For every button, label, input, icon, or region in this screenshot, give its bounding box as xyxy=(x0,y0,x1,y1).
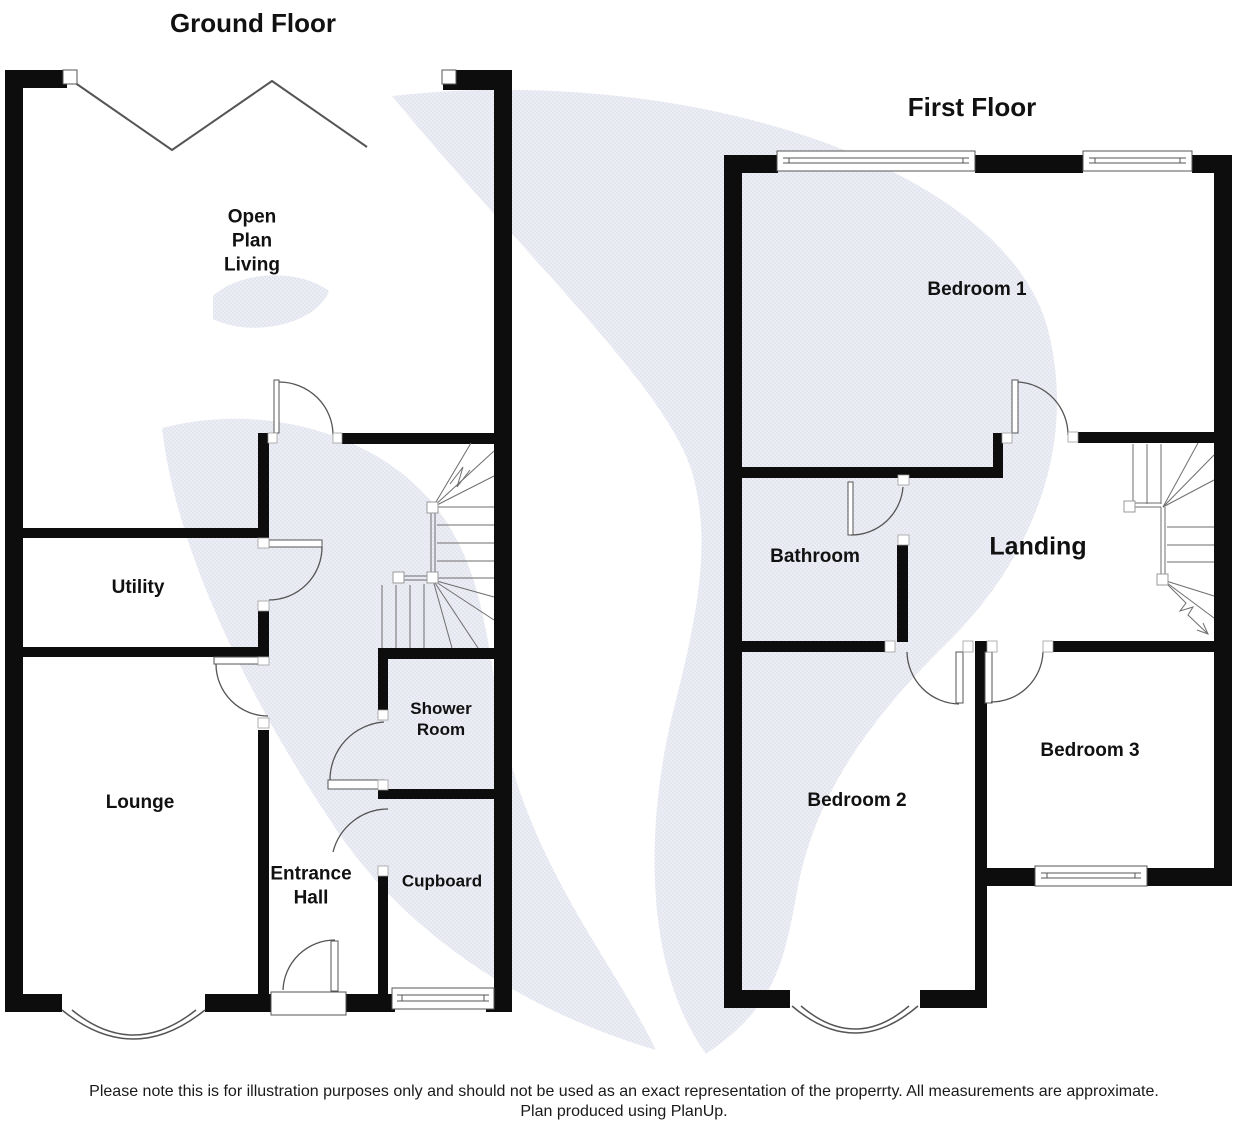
gf-exterior-walls xyxy=(5,70,512,1012)
ff-door-jambs xyxy=(884,431,1079,653)
ff-staircase xyxy=(1123,442,1215,635)
room-label-cupboard: Cupboard xyxy=(401,871,483,891)
room-label-open-plan-living: Open Plan Living xyxy=(224,206,280,275)
ff-windows xyxy=(776,150,1193,887)
disclaimer-line-2: Plan produced using PlanUp. xyxy=(520,1103,728,1120)
room-label-landing: Landing xyxy=(989,532,1087,561)
ground-floor-title: Ground Floor xyxy=(169,7,337,38)
gf-front-door xyxy=(270,939,347,1016)
gf-interior-walls xyxy=(23,433,512,994)
gf-bifold-door xyxy=(62,69,457,152)
room-label-bedroom-1: Bedroom 1 xyxy=(927,279,1027,301)
gf-staircase xyxy=(381,442,495,649)
ff-exterior-walls xyxy=(724,155,1232,1008)
room-label-bedroom-2: Bedroom 2 xyxy=(807,790,907,812)
room-label-entrance-hall: Entrance Hall xyxy=(270,863,352,908)
gf-door-jambs xyxy=(257,432,389,877)
ground-floor-plan xyxy=(5,69,512,1040)
gf-bay-window xyxy=(61,1009,206,1040)
first-floor-title: First Floor xyxy=(907,91,1037,122)
first-floor-plan xyxy=(724,150,1232,1034)
room-label-bedroom-3: Bedroom 3 xyxy=(1040,740,1140,762)
room-label-utility: Utility xyxy=(111,577,165,599)
ff-interior-walls xyxy=(742,432,1214,990)
disclaimer-line-1: Please note this is for illustration pur… xyxy=(89,1083,1159,1100)
ff-bay-window xyxy=(791,1005,919,1034)
room-label-shower-room: Shower Room xyxy=(410,698,472,739)
gf-cupboard-window xyxy=(391,987,495,1010)
ff-doors xyxy=(847,379,1069,705)
room-label-bathroom: Bathroom xyxy=(770,546,860,568)
room-label-lounge: Lounge xyxy=(105,792,175,814)
